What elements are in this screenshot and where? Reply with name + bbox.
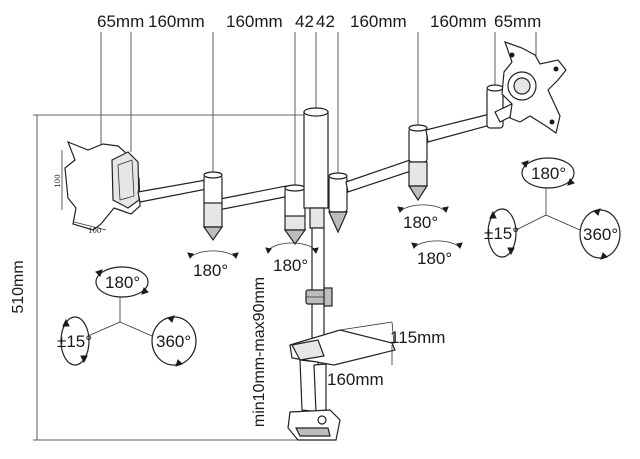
rotation-tilt-left: ±15° [57,316,92,366]
dim-label-160mm-2: 160mm [226,12,283,31]
rotation-swivel-left: 180° [95,266,149,298]
dim-label-42-left: 42 [295,12,314,31]
left-arm-assembly [137,171,307,246]
clamp-width-label: 160mm [327,370,384,389]
height-label: 510mm [10,260,27,313]
rotate-label-right: 360° [583,225,618,244]
dimension-extension-lines [100,32,537,185]
dim-label-65mm-left: 65mm [97,12,144,31]
tilt-label-right: ±15° [484,224,519,243]
dim-label-42-right: 42 [316,12,335,31]
vesa-label-vertical: 100 [54,174,62,187]
arm-joint-rotation-2: 180° [265,242,319,275]
swivel-label-right: 180° [531,164,566,183]
arm-joint-rotation-1: 180° [187,250,239,280]
center-pole [303,107,333,339]
height-dimension-line [33,114,304,441]
arm-joint-label-4: 180° [417,249,452,268]
left-vesa-plate: 100 100 [54,140,141,235]
clamp-depth-label: 115mm [390,328,445,347]
arm-joint-label-1: 180° [193,261,228,280]
arm-joint-label-3: 180° [403,213,438,232]
clamp-range-label: min10mm-max90mm [251,277,268,427]
tilt-label-left: ±15° [57,332,92,351]
dim-label-160mm-3: 160mm [350,12,407,31]
swivel-label-left: 180° [105,273,140,292]
dim-label-160mm-1: 160mm [148,12,205,31]
rotation-rotate-right: 360° [579,208,621,260]
dim-label-65mm-right: 65mm [494,12,541,31]
rotation-swivel-right: 180° [521,157,575,189]
arm-joint-rotation-3: 180° [397,204,449,232]
arm-joint-rotation-4: 180° [411,240,463,268]
right-arm-assembly [328,84,525,234]
desk-clamp [287,321,396,441]
rotation-rotate-left: 360° [151,315,197,367]
rotation-tilt-right: ±15° [484,208,519,258]
dim-label-160mm-4: 160mm [430,12,487,31]
vesa-label-horizontal: 100 [88,227,101,235]
arm-joint-label-2: 180° [273,256,308,275]
right-vesa-plate [501,41,567,134]
rotate-label-left: 360° [156,332,191,351]
